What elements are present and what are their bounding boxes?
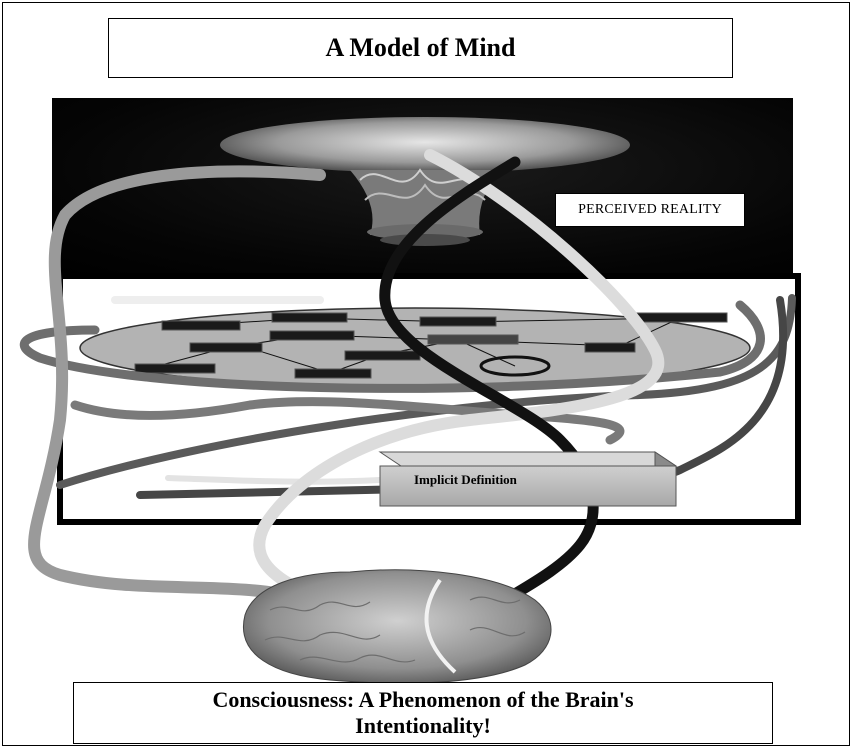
caption-line-1: Consciousness: A Phenomenon of the Brain… — [212, 687, 633, 713]
implicit-definition-label: Implicit Definition — [414, 472, 517, 488]
brain-image — [243, 570, 551, 683]
caption-box: Consciousness: A Phenomenon of the Brain… — [73, 682, 773, 744]
caption-line-2: Intentionality! — [355, 713, 491, 739]
perceived-reality-label: PERCEIVED REALITY — [555, 193, 745, 227]
